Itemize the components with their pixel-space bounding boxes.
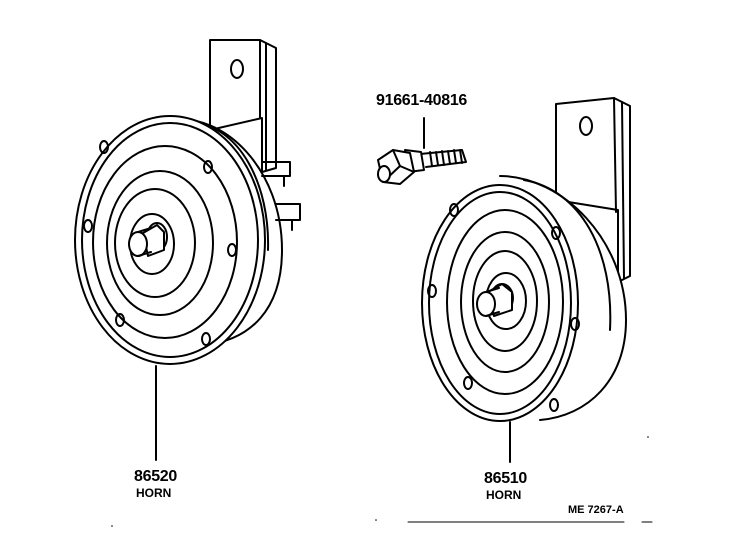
horn-86520-face [74, 115, 266, 365]
horn-86520-stud [128, 222, 168, 257]
horn-86520-holes [83, 140, 237, 346]
part-name-86510: HORN [486, 488, 522, 502]
part-number-91661-40816: 91661-40816 [376, 92, 468, 109]
drawing-code: ME 7267-A [568, 504, 624, 516]
frame-marks [111, 436, 653, 527]
horn-86510-holes [427, 203, 580, 412]
horn-86520-bracket [209, 39, 277, 173]
part-number-86510: 86510 [484, 470, 527, 487]
part-name-86520: HORN [136, 486, 172, 500]
part-number-86520: 86520 [134, 468, 177, 485]
horn-86520-drawing [74, 39, 301, 461]
horn-86510-drawing [421, 97, 631, 463]
horn-86510-stud [476, 283, 514, 317]
bolt-91661-40816-drawing [377, 117, 467, 185]
